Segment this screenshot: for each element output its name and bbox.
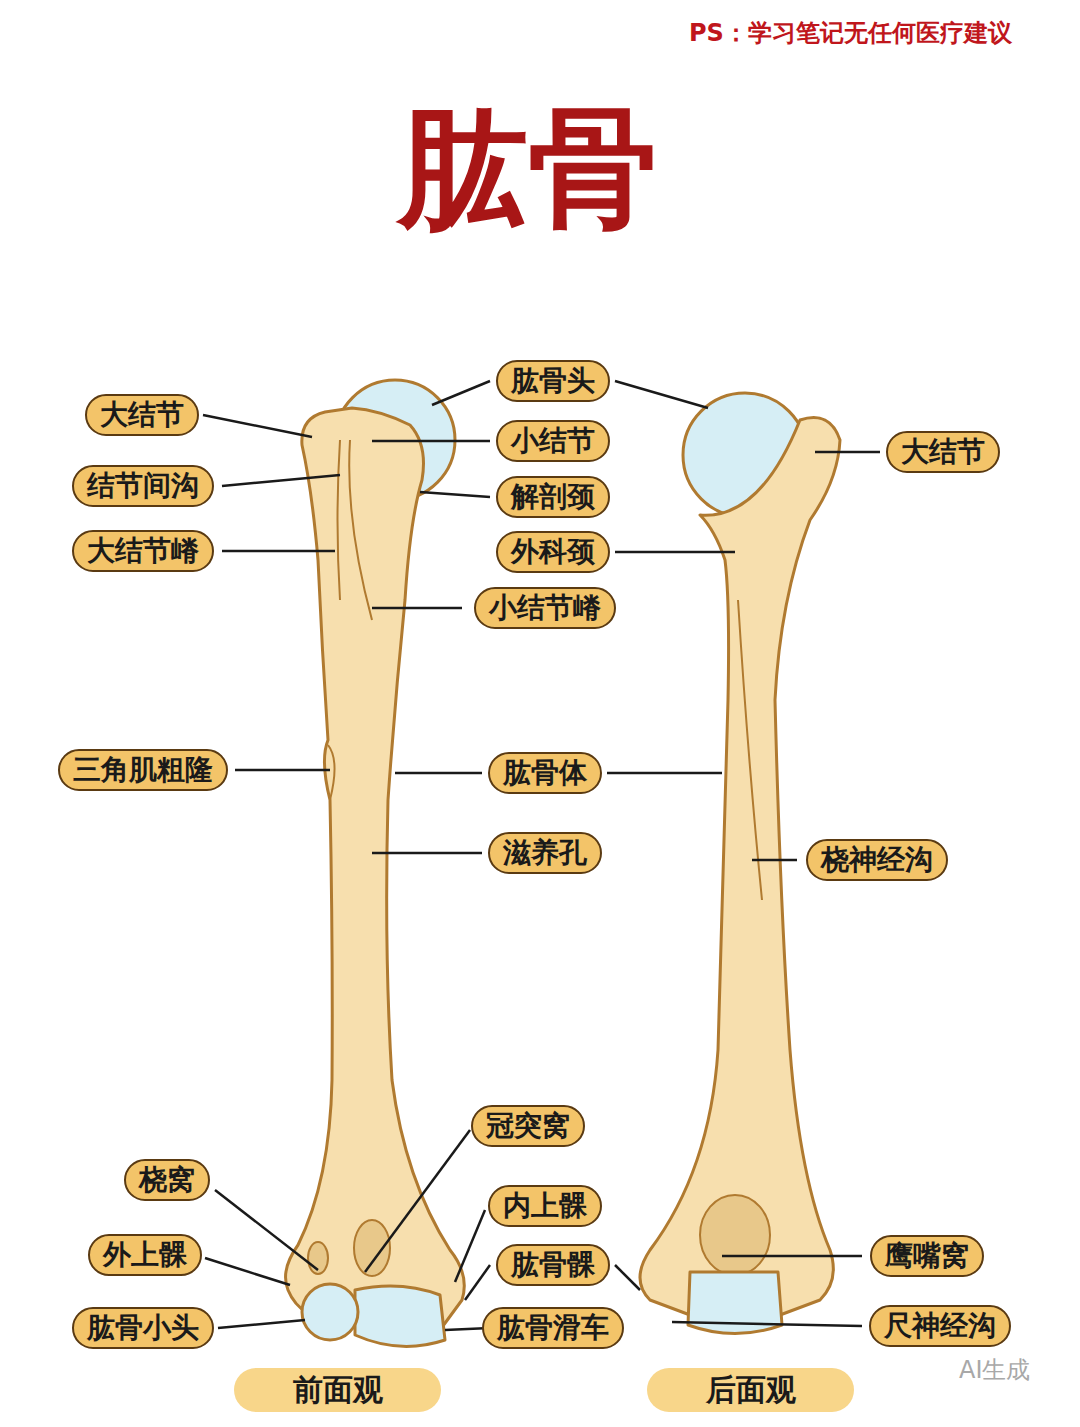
bone-shape (286, 408, 465, 1339)
anterior-humerus (286, 380, 465, 1346)
part-name: 桡窝 (139, 1166, 195, 1194)
label-pill: 解剖颈 (496, 476, 610, 518)
part-name: 鹰嘴窝 (885, 1242, 969, 1270)
bone-shape (455, 1210, 485, 1282)
bone-shape (349, 440, 372, 620)
bone-shape (615, 1265, 640, 1290)
bone-shape (235, 769, 330, 772)
label-pill: 外上髁 (88, 1234, 202, 1276)
title: 肱骨 (398, 103, 658, 233)
part-name: 大结节 (901, 438, 985, 466)
part-name: 前面观 (293, 1375, 383, 1405)
bone-shape (354, 1220, 390, 1276)
bone-shape (205, 1258, 290, 1285)
bone-shape (432, 381, 490, 405)
part-name: 后面观 (706, 1375, 796, 1405)
bone-shape (607, 772, 722, 775)
bone-shape (615, 551, 735, 554)
part-name: 小结节嵴 (489, 594, 601, 622)
label-pill: 肱骨头 (496, 360, 610, 402)
bone-shape (420, 492, 490, 497)
bone-shape (372, 852, 482, 855)
label-pill: 滋养孔 (488, 832, 602, 874)
bone-shape (672, 1322, 862, 1326)
label-pill: 小结节 (496, 420, 610, 462)
part-name: 解剖颈 (511, 483, 595, 511)
label-pill: 肱骨髁 (496, 1244, 610, 1286)
bone-shape (738, 600, 762, 900)
label-pill: 冠突窝 (471, 1105, 585, 1147)
part-name: 外上髁 (103, 1241, 187, 1269)
part-name: 内上髁 (503, 1192, 587, 1220)
part-name: 大结节嵴 (87, 537, 199, 565)
bone-shape (215, 1190, 318, 1270)
part-name: 大结节 (100, 401, 184, 429)
label-pill: 尺神经沟 (869, 1305, 1011, 1347)
bone-shape (338, 440, 341, 600)
bone-shape (372, 440, 490, 443)
bone-shape (203, 415, 312, 437)
bone-shape (700, 1195, 770, 1275)
label-pill: 结节间沟 (72, 465, 214, 507)
bone-shape (372, 607, 462, 610)
leader-lines (203, 381, 880, 1330)
ai-mark: AI生成 (959, 1358, 1031, 1382)
part-name: 结节间沟 (87, 472, 199, 500)
part-name: 肱骨小头 (87, 1314, 199, 1342)
label-pill: 三角肌粗隆 (58, 749, 228, 791)
bone-shape (302, 1284, 358, 1340)
part-name: 肱骨髁 (511, 1251, 595, 1279)
view-label: 后面观 (647, 1368, 854, 1412)
label-pill: 桡窝 (124, 1159, 210, 1201)
bone-shape (218, 1320, 305, 1328)
bone-shape (355, 1286, 445, 1346)
bone-shape (722, 1255, 862, 1258)
bone-shape (752, 859, 797, 862)
label-pill: 外科颈 (496, 531, 610, 573)
part-name: 滋养孔 (503, 839, 587, 867)
label-pill: 大结节 (85, 394, 199, 436)
part-name: 冠突窝 (486, 1112, 570, 1140)
label-pill: 大结节 (886, 431, 1000, 473)
bone-shape (395, 772, 482, 775)
bone-shape (815, 451, 880, 454)
part-name: 肱骨体 (503, 759, 587, 787)
part-name: 外科颈 (511, 538, 595, 566)
bone-shape (365, 1130, 470, 1272)
label-pill: 肱骨小头 (72, 1307, 214, 1349)
label-pill: 小结节嵴 (474, 587, 616, 629)
view-label: 前面观 (234, 1368, 441, 1412)
label-pill: 肱骨滑车 (482, 1307, 624, 1349)
bone-shape (328, 745, 335, 800)
bone-shape (465, 1265, 490, 1300)
part-name: 三角肌粗隆 (73, 756, 213, 784)
label-pill: 肱骨体 (488, 752, 602, 794)
bone-shape (222, 550, 335, 553)
bone-shape (615, 381, 708, 408)
disclaimer-note: PS：学习笔记无任何医疗建议 (689, 21, 1012, 45)
part-name: 小结节 (511, 427, 595, 455)
label-pill: 内上髁 (488, 1185, 602, 1227)
part-name: 肱骨头 (511, 367, 595, 395)
part-name: 尺神经沟 (884, 1312, 996, 1340)
part-name: 肱骨滑车 (497, 1314, 609, 1342)
bone-shape (222, 475, 340, 486)
label-pill: 桡神经沟 (806, 839, 948, 881)
part-name: 桡神经沟 (821, 846, 933, 874)
label-pill: 大结节嵴 (72, 530, 214, 572)
label-pill: 鹰嘴窝 (870, 1235, 984, 1277)
